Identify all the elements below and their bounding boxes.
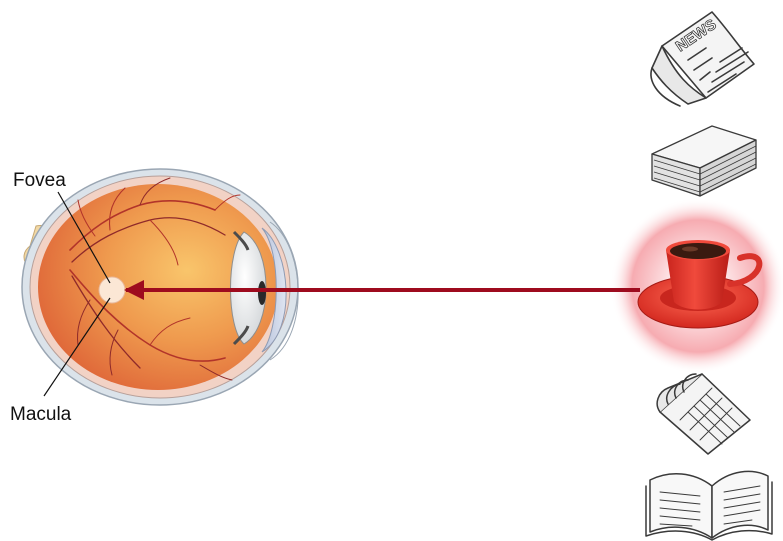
macula-label: Macula: [10, 405, 71, 424]
notepad-icon: [657, 374, 750, 454]
newspaper-icon: NEWS: [651, 12, 754, 106]
napkin-stack-icon: [652, 126, 756, 196]
eye-cross-section: [22, 169, 298, 405]
fovea-spot: [99, 277, 125, 303]
open-book-icon: [646, 471, 772, 540]
fovea-label: Fovea: [13, 171, 66, 190]
